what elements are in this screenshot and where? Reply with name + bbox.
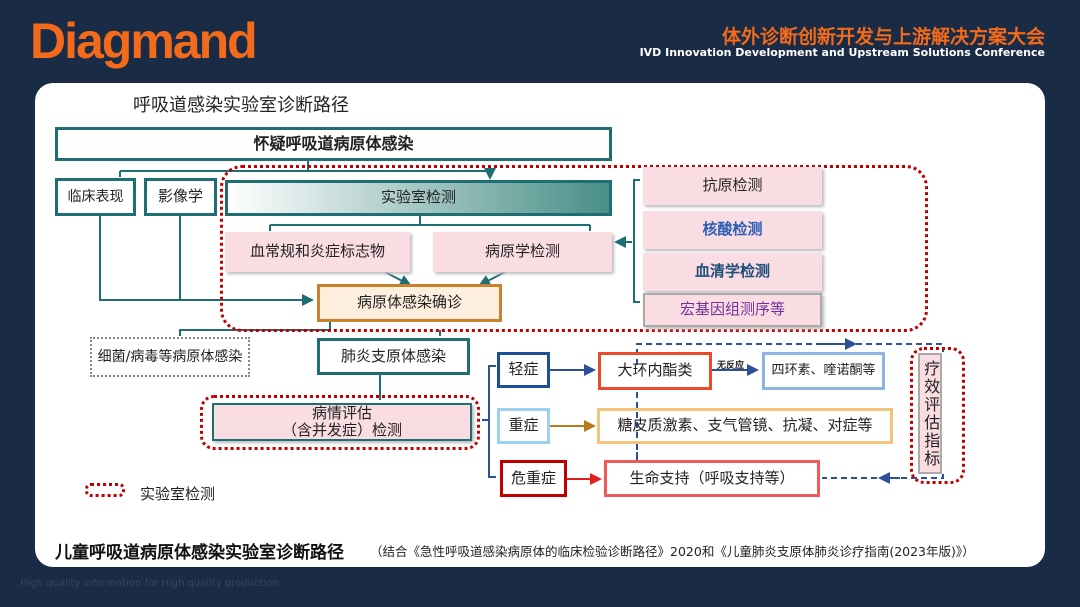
legend-dotted-swatch: [85, 483, 125, 497]
clinical-box: 临床表现: [55, 178, 136, 216]
confirm-box: 病原体感染确诊: [317, 284, 502, 322]
method-antigen: 抗原检测: [643, 167, 822, 205]
suspect-infection-box: 怀疑呼吸道病原体感染: [55, 127, 612, 161]
lab-test-box: 实验室检测: [225, 180, 612, 216]
efficacy-lab-region: [910, 347, 965, 484]
mild-box: 轻症: [497, 352, 550, 388]
slide-title: 呼吸道感染实验室诊断路径: [133, 95, 349, 116]
conference-title-en: IVD Innovation Development and Upstream …: [639, 46, 1045, 59]
slide-panel: [35, 83, 1045, 567]
critical-box: 危重症: [500, 460, 567, 497]
footer-tagline: High quality information for High qualit…: [20, 578, 279, 589]
steroid-box: 糖皮质激素、支气管镜、抗凝、对症等: [597, 408, 893, 444]
tetracycline-box: 四环素、喹诺酮等: [762, 352, 885, 390]
method-mngs: 宏基因组测序等: [643, 293, 822, 327]
method-nucleic-acid: 核酸检测: [643, 211, 822, 249]
footer-note: （结合《急性呼吸道感染病原体的临床检验诊断路径》2020和《儿童肺炎支原体肺炎诊…: [370, 544, 975, 559]
macrolide-box: 大环内酯类: [598, 352, 712, 390]
assessment-lab-region: [200, 395, 480, 450]
footer-main: 儿童呼吸道病原体感染实验室诊断路径: [55, 543, 344, 563]
severe-box: 重症: [497, 408, 550, 444]
mycoplasma-box: 肺炎支原体感染: [317, 338, 470, 375]
legend-label: 实验室检测: [140, 485, 216, 503]
no-response-label: 无反应: [717, 361, 745, 371]
conference-title-cn: 体外诊断创新开发与上游解决方案大会: [721, 26, 1045, 48]
assessment-box: 病情评估 （含并发症）检测: [212, 403, 472, 441]
bacteria-virus-box: 细菌/病毒等病原体感染: [90, 337, 250, 377]
method-serology: 血清学检测: [643, 253, 822, 291]
life-support-box: 生命支持（呼吸支持等）: [604, 460, 820, 497]
pathogen-test-box: 病原学检测: [433, 232, 612, 272]
efficacy-box: 疗效评估指标: [918, 353, 942, 474]
lab-test-region: [220, 165, 928, 332]
imaging-box: 影像学: [144, 178, 217, 216]
diagmand-logo: Diagmand: [30, 13, 258, 69]
blood-routine-box: 血常规和炎症标志物: [225, 232, 410, 272]
